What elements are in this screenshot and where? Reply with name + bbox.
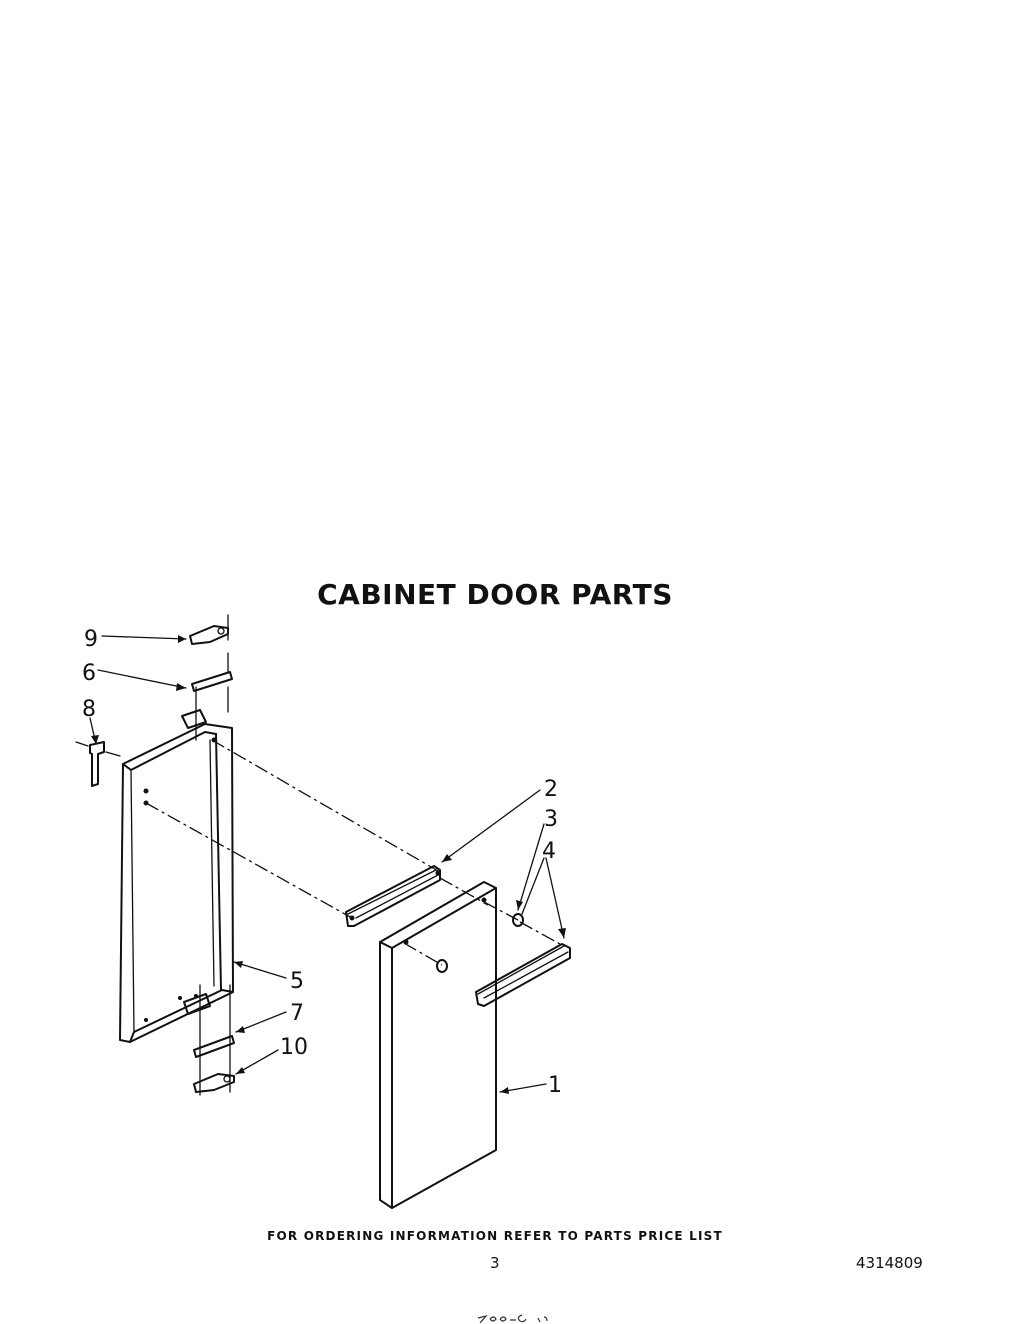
callout-numbers: 9 6 8 2 3 4 5 7 10 1	[82, 627, 562, 1098]
callout-leaders	[89, 635, 566, 1094]
page-number: 3	[490, 1254, 500, 1272]
part-7-bottom-spacer	[193, 1035, 235, 1058]
ordering-information-note: FOR ORDERING INFORMATION REFER TO PARTS …	[267, 1229, 723, 1243]
callout-6: 6	[82, 661, 96, 686]
part-1-door-panel	[379, 881, 497, 1209]
diagram-title: CABINET DOOR PARTS	[317, 578, 673, 611]
part-8-side-bracket	[75, 741, 121, 787]
callout-2: 2	[544, 777, 558, 802]
callout-1: 1	[548, 1073, 562, 1098]
callout-7: 7	[290, 1001, 304, 1026]
part-10-bottom-hinge	[193, 1073, 235, 1093]
callout-9: 9	[84, 627, 98, 652]
part-3-plug-button	[436, 913, 524, 973]
part-2-channel-bracket	[345, 865, 441, 927]
hinge-axis-lines	[195, 614, 231, 1096]
callout-4: 4	[542, 839, 556, 864]
callout-5: 5	[290, 969, 304, 994]
handwritten-mark	[477, 1314, 548, 1324]
document-number: 4314809	[856, 1254, 923, 1272]
part-4-handle-bar	[475, 943, 571, 1007]
callout-8: 8	[82, 697, 96, 722]
part-5-door-frame	[119, 709, 234, 1043]
alignment-guide-lines	[145, 739, 561, 966]
callout-10: 10	[280, 1035, 308, 1060]
part-6-top-spacer	[191, 671, 233, 692]
callout-3: 3	[544, 807, 558, 832]
part-9-top-hinge	[189, 625, 229, 645]
